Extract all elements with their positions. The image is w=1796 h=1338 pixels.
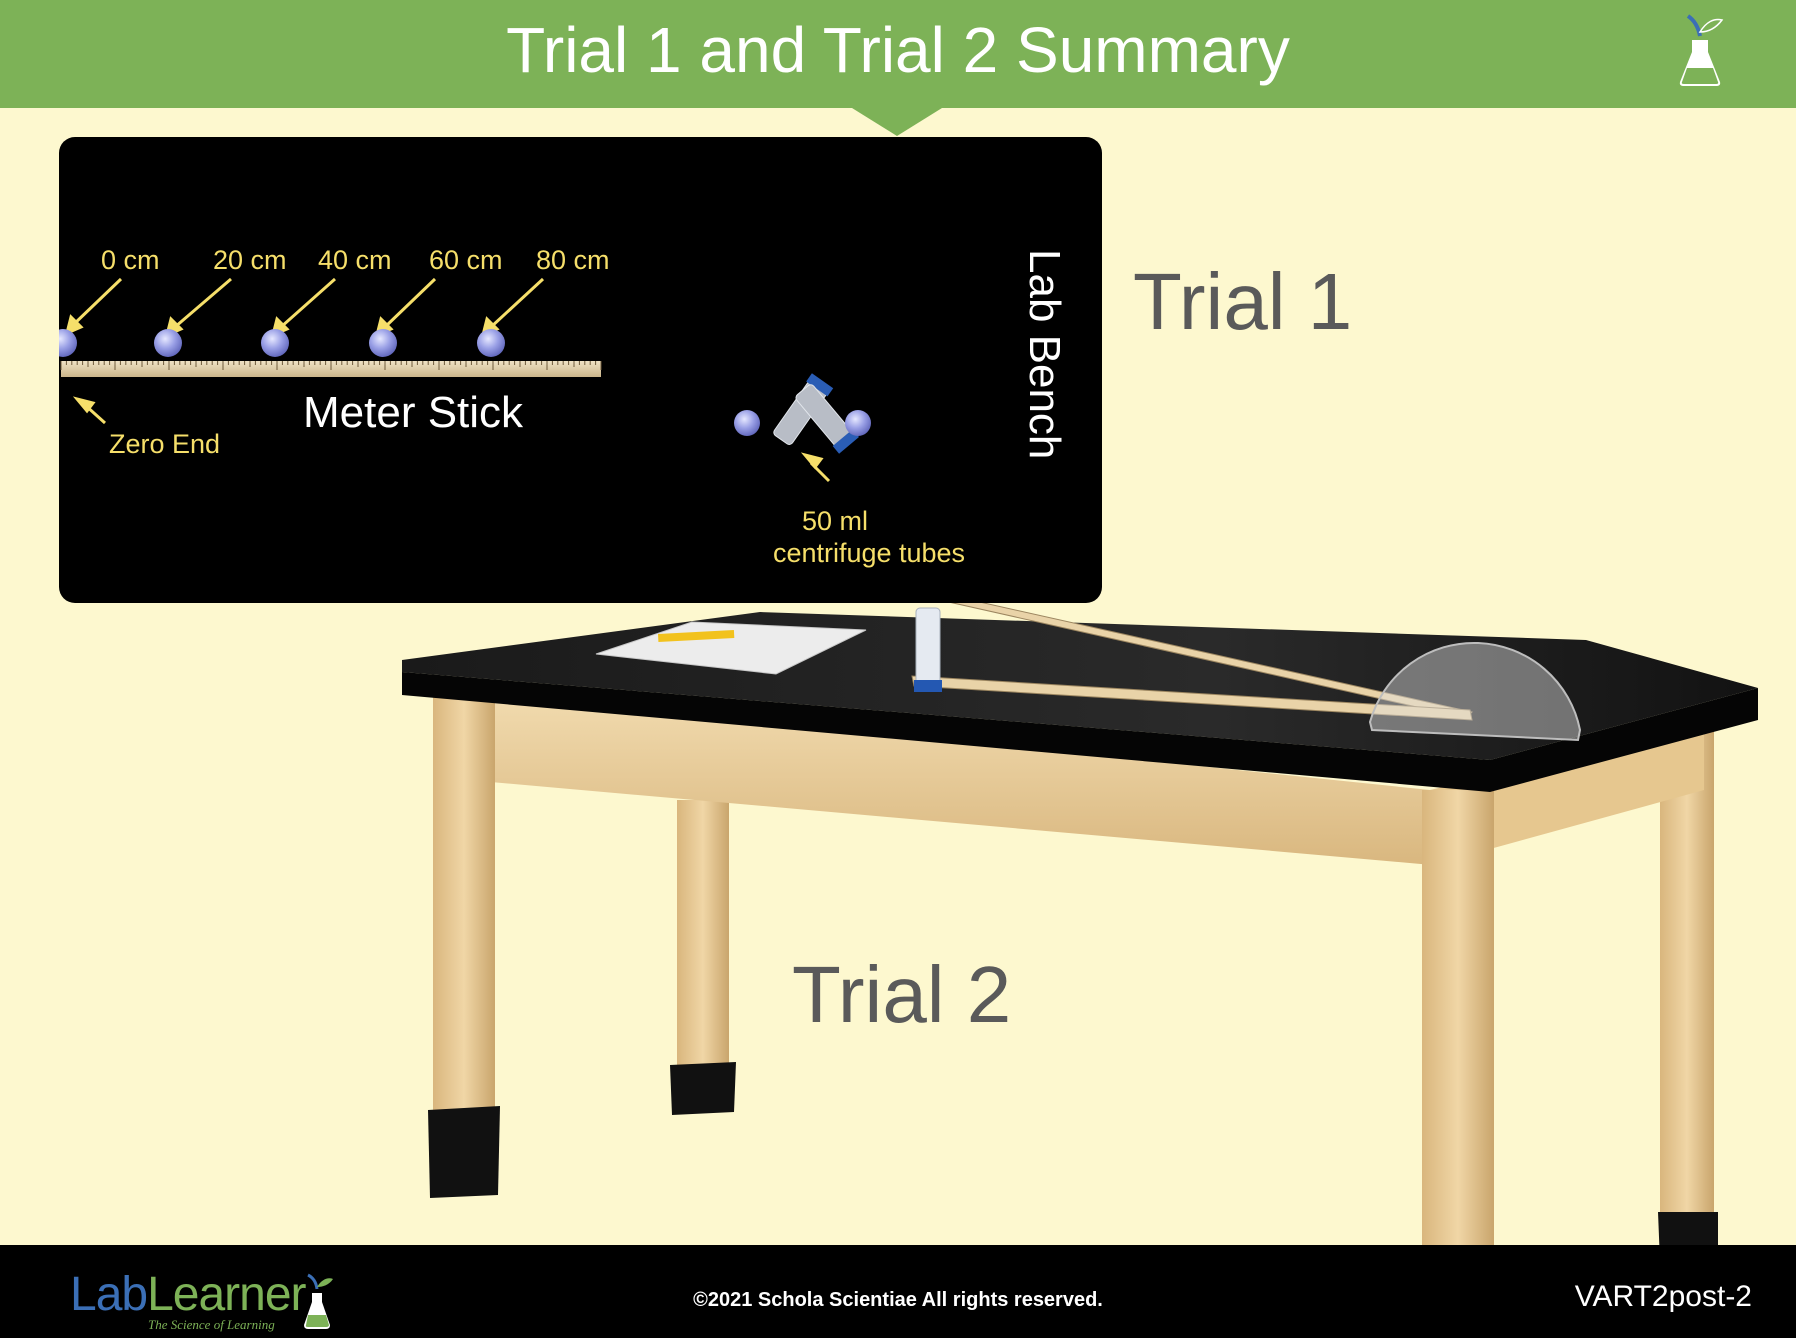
trial-2-label: Trial 2 (792, 950, 1012, 1039)
meter-stick-ticks (60, 361, 602, 370)
tubes-label-line2: centrifuge tubes (773, 538, 965, 568)
logo-learner-text: Learner (147, 1268, 306, 1321)
centrifuge-tube-cap (914, 680, 942, 692)
protractor (1368, 642, 1582, 742)
ball-0cm (59, 329, 77, 357)
arrow-icon (64, 277, 831, 483)
setup-diagram-panel: 0 cm 20 cm 40 cm 60 cm 80 cm Meter Stick… (59, 137, 1102, 603)
logo-tagline: The Science of Learning (148, 1317, 275, 1332)
centrifuge-tube (915, 607, 941, 689)
trial-1-label: Trial 1 (1133, 257, 1353, 346)
flask-sprout-icon (304, 1273, 333, 1329)
ball-60cm (369, 329, 397, 357)
flask-sprout-icon (1679, 14, 1724, 86)
bench-apron-front (468, 690, 1432, 865)
meter-stick-label: Meter Stick (303, 388, 524, 437)
position-label-80: 80 cm (536, 245, 610, 275)
footer-bar: LabLearner The Science of Learning ©2021… (0, 1245, 1796, 1338)
zero-end-label: Zero End (109, 429, 220, 459)
bench-top-edge (402, 672, 1758, 792)
lab-bench-label: Lab Bench (1020, 249, 1069, 459)
header-bar: Trial 1 and Trial 2 Summary (0, 0, 1796, 108)
tubes-label-line1: 50 ml (802, 506, 868, 536)
ball-80cm (477, 329, 505, 357)
position-label-20: 20 cm (213, 245, 287, 275)
page-title: Trial 1 and Trial 2 Summary (506, 14, 1290, 86)
ball-20cm (154, 329, 182, 357)
ball-40cm (261, 329, 289, 357)
bench-foot-front-left (428, 1106, 500, 1198)
slide-id: VART2post-2 (1574, 1280, 1752, 1313)
bench-leg-back-right (1660, 725, 1714, 1220)
ball-tube-right (845, 410, 871, 436)
bench-apron-side (1430, 725, 1704, 865)
position-label-0: 0 cm (101, 245, 160, 275)
position-label-40: 40 cm (318, 245, 392, 275)
pencil (657, 630, 735, 642)
bench-foot-back-left (670, 1062, 736, 1115)
bench-leg-back-left (677, 800, 729, 1085)
meter-stick-lower (911, 675, 1473, 721)
centrifuge-tube-right (795, 384, 860, 454)
position-label-60: 60 cm (429, 245, 503, 275)
bench-leg-front-left (433, 690, 495, 1120)
ball-tube-left (734, 410, 760, 436)
header-pointer (852, 108, 942, 136)
copyright-text: ©2021 Schola Scientiae All rights reserv… (693, 1289, 1103, 1311)
logo-lab-text: Lab (70, 1268, 148, 1321)
lablearner-logo: LabLearner (70, 1267, 307, 1322)
